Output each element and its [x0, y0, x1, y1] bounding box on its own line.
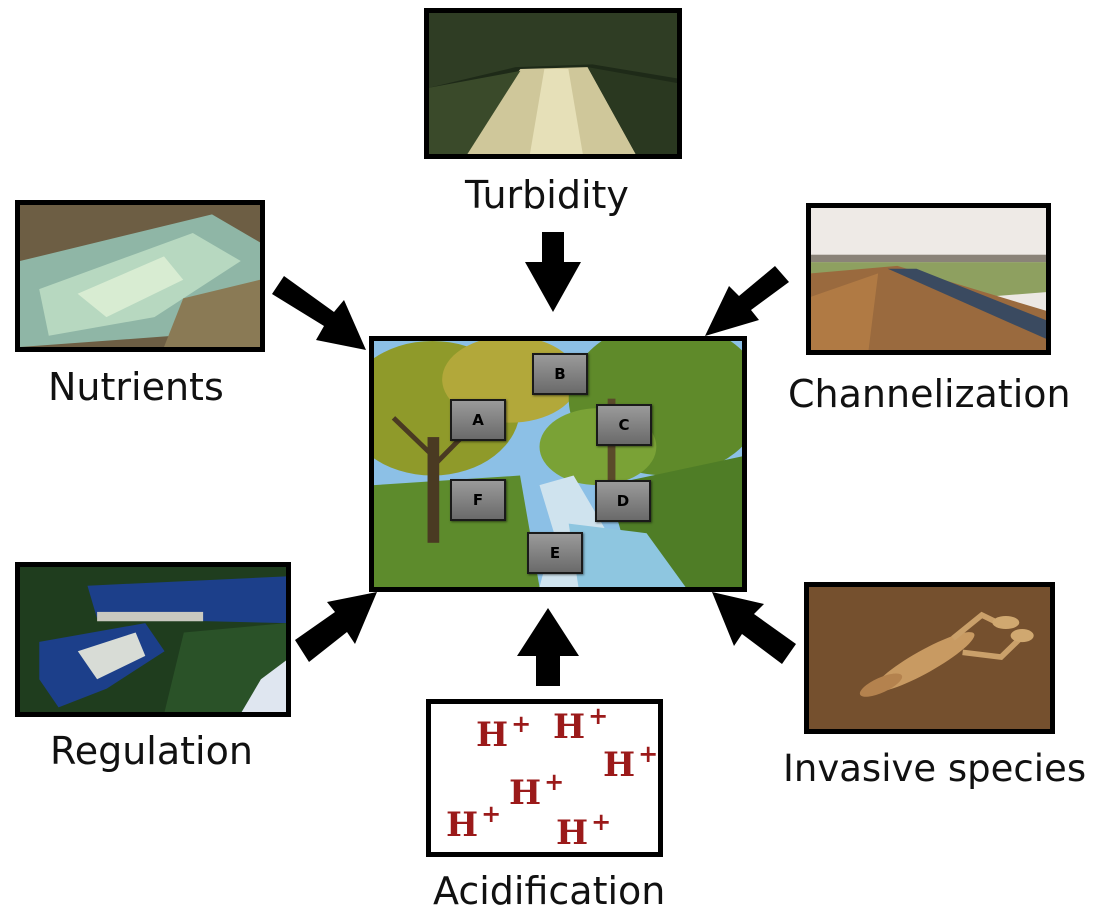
hydrogen-ion-6: H+	[556, 807, 612, 853]
channelization-label: Channelization	[788, 372, 1071, 416]
hydrogen-ion-4: H+	[509, 767, 565, 813]
acidification-label: Acidification	[433, 869, 666, 913]
hydrogen-ion-3: H+	[603, 739, 659, 785]
regulation-arrow	[295, 592, 377, 662]
zone-c-button[interactable]: C	[596, 404, 652, 446]
nutrients-label: Nutrients	[48, 365, 224, 409]
zone-b-button[interactable]: B	[532, 353, 588, 395]
zone-d-button[interactable]: D	[595, 480, 651, 522]
hydrogen-ion-5: H+	[446, 799, 502, 845]
hydrogen-ion-2: H+	[553, 701, 609, 747]
turbidity-arrow	[525, 232, 581, 312]
invasive-species-photo	[804, 582, 1055, 734]
nutrients-arrow	[272, 276, 366, 350]
channelization-arrow	[705, 266, 789, 336]
channelization-photo	[806, 203, 1051, 355]
turbidity-label: Turbidity	[465, 173, 629, 217]
hydrogen-ion-1: H+	[476, 709, 532, 755]
acidification-box: H+ H+ H+ H+ H+ H+	[426, 699, 663, 857]
regulation-photo	[15, 562, 291, 717]
turbidity-photo	[424, 8, 682, 159]
zone-a-button[interactable]: A	[450, 399, 506, 441]
zone-f-button[interactable]: F	[450, 479, 506, 521]
acidification-arrow	[517, 608, 579, 686]
nutrients-photo	[15, 200, 265, 352]
invasive-species-arrow	[712, 592, 796, 664]
regulation-label: Regulation	[50, 729, 253, 773]
invasive-species-label: Invasive species	[783, 747, 1087, 790]
zone-e-button[interactable]: E	[527, 532, 583, 574]
